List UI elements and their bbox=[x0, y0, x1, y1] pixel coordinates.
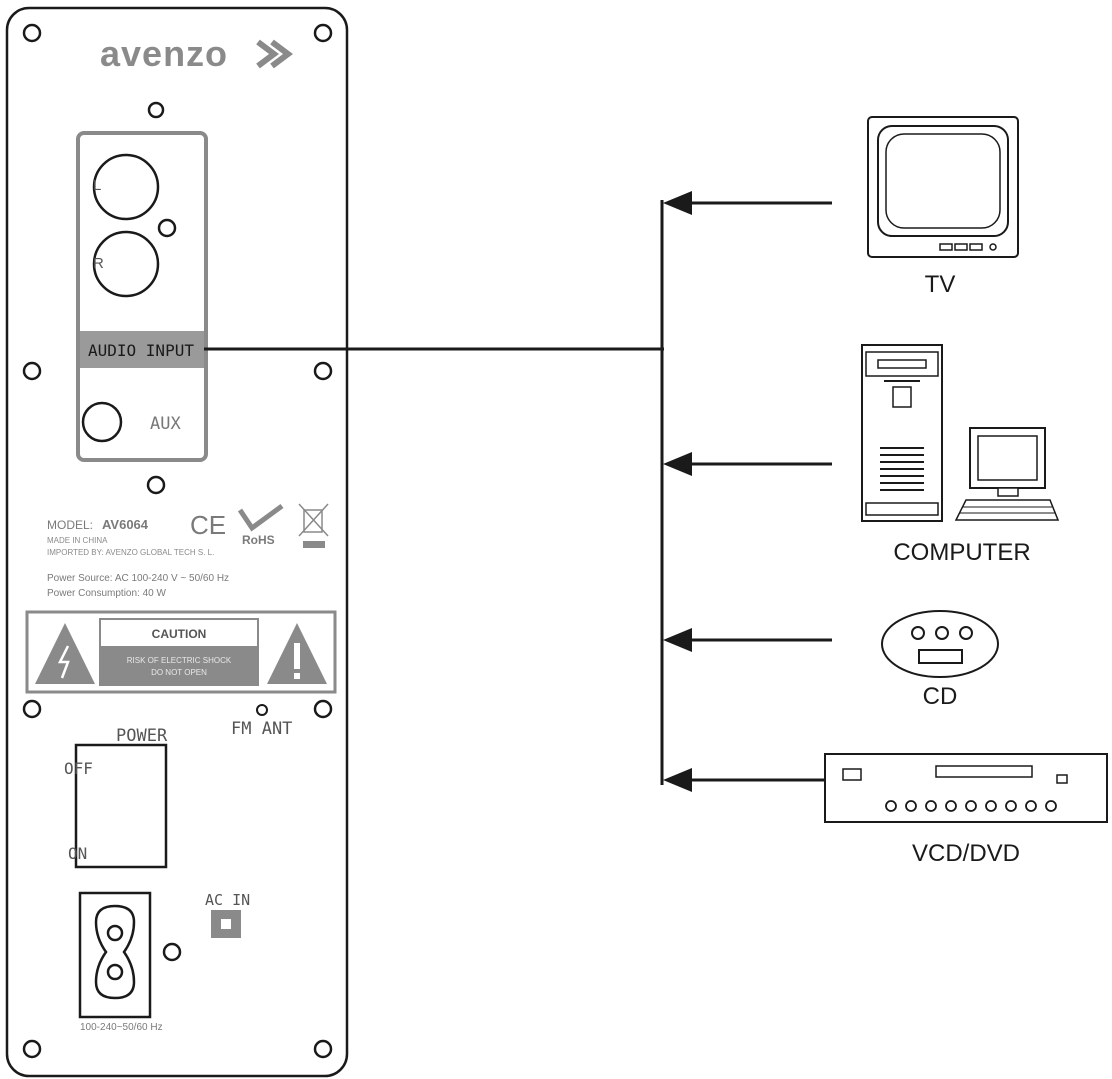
caution-title: CAUTION bbox=[152, 627, 207, 641]
aux-jack[interactable] bbox=[81, 401, 123, 443]
cd-label: CD bbox=[923, 683, 958, 710]
ac-socket-inlet bbox=[94, 904, 136, 1000]
tv-label: TV bbox=[925, 271, 956, 298]
rca-right-label: R bbox=[93, 255, 104, 272]
fm-antenna-jack[interactable] bbox=[256, 704, 268, 716]
computer-arrow-icon bbox=[663, 452, 692, 476]
rca-right-jack[interactable] bbox=[92, 230, 160, 298]
screw-hole bbox=[313, 361, 333, 381]
model-number: AV6064 bbox=[102, 517, 149, 532]
voltage-label: 100-240~50/60 Hz bbox=[80, 1022, 163, 1033]
ac-in-indicator-center bbox=[221, 919, 231, 929]
aux-label: AUX bbox=[150, 414, 181, 434]
rca-left-label: L bbox=[93, 177, 101, 194]
rca-left-jack[interactable] bbox=[92, 153, 160, 221]
exclamation-warning-icon bbox=[267, 623, 327, 684]
screw-hole bbox=[162, 942, 182, 962]
caution-title-box bbox=[101, 620, 257, 646]
audio-input-label: AUDIO INPUT bbox=[88, 341, 194, 360]
screw-hole bbox=[22, 699, 42, 719]
ac-in-label: AC IN bbox=[205, 891, 250, 909]
tv-arrow-icon bbox=[663, 191, 692, 215]
ce-mark: CE bbox=[190, 510, 226, 540]
cd-player-icon bbox=[881, 610, 999, 678]
power-source-text: Power Source: AC 100-240 V ~ 50/60 Hz bbox=[47, 573, 229, 584]
screw-hole bbox=[313, 699, 333, 719]
weee-bin-icon bbox=[298, 503, 329, 548]
dvd-player-icon bbox=[824, 753, 1108, 823]
model-label: MODEL: bbox=[47, 518, 93, 532]
ac-socket-pin bbox=[106, 963, 124, 981]
caution-line1: RISK OF ELECTRIC SHOCK bbox=[127, 656, 232, 665]
switch-on-label: ON bbox=[68, 844, 87, 863]
screw-hole bbox=[22, 1039, 42, 1059]
switch-off-label: OFF bbox=[64, 759, 93, 778]
caution-line2: DO NOT OPEN bbox=[151, 668, 207, 677]
screw-hole bbox=[313, 23, 333, 43]
cd-arrow-icon bbox=[663, 628, 692, 652]
fm-ant-label: FM ANT bbox=[231, 719, 292, 739]
power-switch[interactable] bbox=[74, 743, 168, 869]
rohs-check-icon bbox=[237, 503, 284, 532]
computer-label: COMPUTER bbox=[893, 539, 1030, 566]
screw-hole bbox=[147, 101, 165, 119]
signal-connections bbox=[204, 191, 832, 792]
ac-socket-pin bbox=[106, 924, 124, 942]
power-consumption-text: Power Consumption: 40 W bbox=[47, 588, 167, 599]
screw-hole bbox=[22, 23, 42, 43]
brand-arrow-icon bbox=[256, 39, 293, 69]
screw-hole bbox=[22, 361, 42, 381]
dvd-label: VCD/DVD bbox=[912, 840, 1020, 867]
imported-by-text: IMPORTED BY: AVENZO GLOBAL TECH S. L. bbox=[47, 548, 214, 557]
screw-hole bbox=[313, 1039, 333, 1059]
tv-icon bbox=[867, 116, 1019, 258]
power-label: POWER bbox=[116, 726, 168, 746]
lightning-warning-icon bbox=[35, 623, 95, 684]
dvd-arrow-icon bbox=[663, 768, 692, 792]
made-in-text: MADE IN CHINA bbox=[47, 536, 108, 545]
screw-hole bbox=[146, 475, 166, 495]
speaker-back-panel: avenzo L R AUDIO INPUT AUX MODEL: AV6064… bbox=[5, 6, 349, 1078]
brand-logo: avenzo bbox=[100, 33, 228, 74]
rohs-mark: RoHS bbox=[242, 533, 275, 547]
screw-hole bbox=[157, 218, 177, 238]
audio-input-band bbox=[80, 331, 204, 368]
computer-icon bbox=[861, 344, 1060, 522]
